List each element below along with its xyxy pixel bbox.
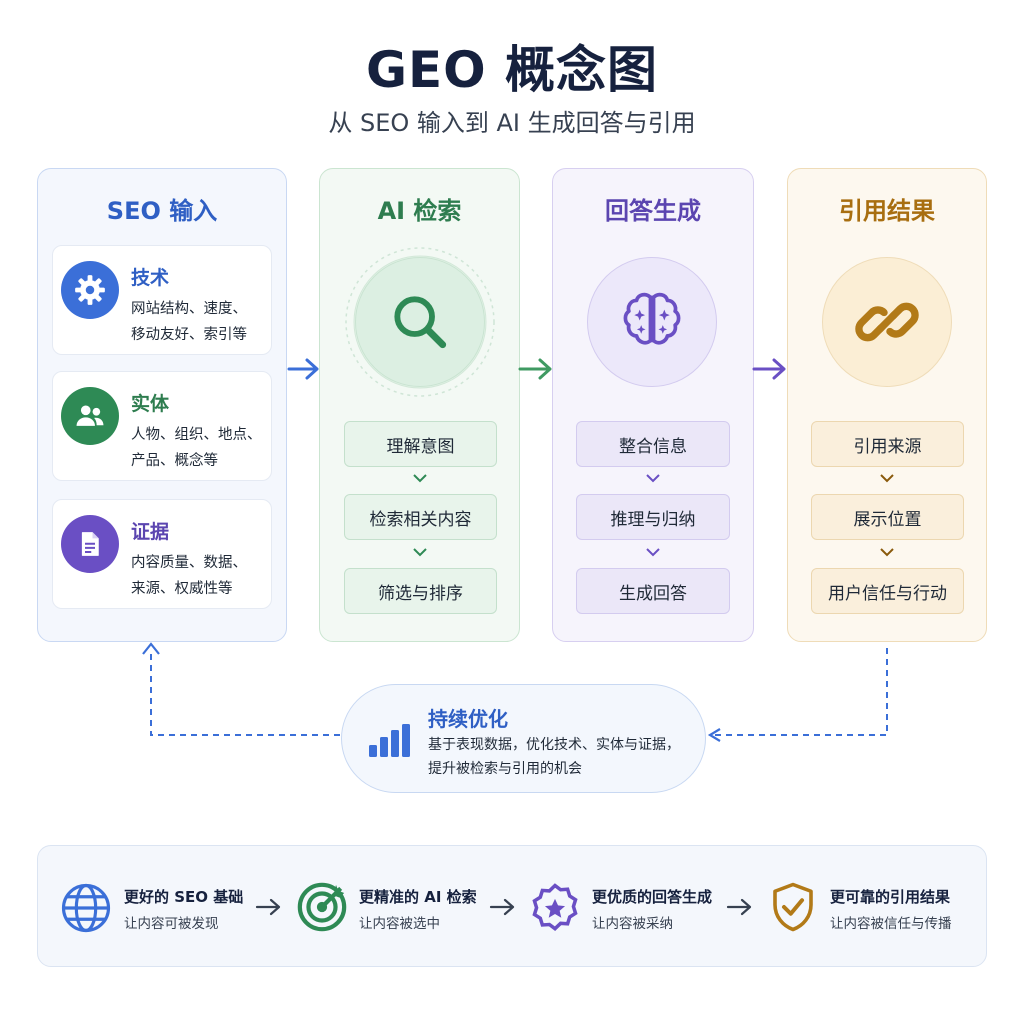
answer-step-item: 推理与归纳 bbox=[576, 494, 730, 540]
chevron-down-icon bbox=[880, 474, 894, 483]
document-icon bbox=[61, 515, 119, 573]
citation-step-item: 用户信任与行动 bbox=[811, 568, 964, 614]
seo-card-evidence: 证据 内容质量、数据、 来源、权威性等 bbox=[52, 499, 272, 609]
seo-card-desc: 内容质量、数据、 来源、权威性等 bbox=[131, 550, 271, 602]
seo-card-title: 实体 bbox=[131, 393, 170, 415]
bar-chart-icon bbox=[369, 724, 410, 757]
star-badge-icon bbox=[532, 883, 578, 931]
seo-panel-title: SEO 输入 bbox=[106, 197, 218, 225]
citation-panel-title: 引用结果 bbox=[839, 197, 935, 225]
arrow-right-icon bbox=[726, 898, 752, 916]
chevron-down-icon bbox=[646, 548, 660, 557]
answer-step-item: 生成回答 bbox=[576, 568, 730, 614]
seo-card-desc-line: 内容质量、数据、 bbox=[131, 555, 247, 571]
seo-card-title: 证据 bbox=[131, 521, 170, 543]
shield-check-icon bbox=[773, 882, 813, 932]
chevron-down-icon bbox=[413, 548, 427, 557]
ai-panel-title: AI 检索 bbox=[377, 197, 462, 225]
answer-generation-panel: 回答生成 整合信息 推理与归纳 生成回答 bbox=[552, 168, 754, 642]
ai-step-item: 检索相关内容 bbox=[344, 494, 497, 540]
seo-card-desc-line: 人物、组织、地点、 bbox=[131, 427, 262, 443]
answer-panel-title: 回答生成 bbox=[605, 197, 701, 225]
benefit-desc: 让内容被选中 bbox=[359, 916, 440, 932]
target-icon bbox=[297, 882, 347, 932]
ai-step-item: 理解意图 bbox=[344, 421, 497, 467]
gear-icon bbox=[61, 261, 119, 319]
page-title: GEO 概念图 bbox=[365, 41, 659, 99]
benefit-title: 更优质的回答生成 bbox=[592, 888, 713, 906]
seo-card-desc-line: 来源、权威性等 bbox=[131, 581, 233, 597]
optimization-desc-line: 基于表现数据，优化技术、实体与证据， bbox=[428, 737, 680, 753]
citation-step-item: 引用来源 bbox=[811, 421, 964, 467]
ai-retrieval-panel: AI 检索 理解意图 检索相关内容 筛选与排序 bbox=[319, 168, 520, 642]
benefit-desc: 让内容被采纳 bbox=[592, 916, 673, 932]
chevron-down-icon bbox=[646, 474, 660, 483]
continuous-optimization-box: 持续优化 基于表现数据，优化技术、实体与证据， 提升被检索与引用的机会 bbox=[341, 684, 706, 793]
optimization-desc-line: 提升被检索与引用的机会 bbox=[428, 761, 582, 777]
answer-step-item: 整合信息 bbox=[576, 421, 730, 467]
search-icon bbox=[355, 257, 485, 387]
optimization-title: 持续优化 bbox=[428, 707, 508, 731]
seo-card-desc-line: 产品、概念等 bbox=[131, 453, 218, 469]
chevron-down-icon bbox=[880, 548, 894, 557]
benefit-title: 更可靠的引用结果 bbox=[830, 888, 951, 906]
seo-card-desc-line: 网站结构、速度、 bbox=[131, 301, 247, 317]
users-icon bbox=[61, 387, 119, 445]
seo-card-title: 技术 bbox=[131, 267, 170, 289]
globe-icon bbox=[61, 883, 111, 933]
arrow-right-icon bbox=[752, 358, 786, 380]
page-subtitle: 从 SEO 输入到 AI 生成回答与引用 bbox=[328, 109, 696, 137]
benefits-bar: 更好的 SEO 基础 让内容可被发现 更精准的 AI 检索 让内容被选中 更优质… bbox=[37, 845, 987, 967]
seo-card-desc: 网站结构、速度、 移动友好、索引等 bbox=[131, 296, 271, 348]
benefit-title: 更精准的 AI 检索 bbox=[359, 888, 477, 906]
arrow-right-icon bbox=[255, 898, 281, 916]
seo-card-desc-line: 移动友好、索引等 bbox=[131, 327, 247, 343]
citation-step-item: 展示位置 bbox=[811, 494, 964, 540]
benefit-desc: 让内容可被发现 bbox=[124, 916, 219, 932]
seo-input-panel: SEO 输入 技术 网站结构、速度、 移动友好、索 bbox=[37, 168, 287, 642]
brain-icon bbox=[587, 257, 717, 387]
seo-card-desc: 人物、组织、地点、 产品、概念等 bbox=[131, 422, 271, 474]
benefit-title: 更好的 SEO 基础 bbox=[124, 888, 244, 906]
citation-result-panel: 引用结果 引用来源 展示位置 用户信任与行动 bbox=[787, 168, 987, 642]
seo-card-technical: 技术 网站结构、速度、 移动友好、索引等 bbox=[52, 245, 272, 355]
link-icon bbox=[822, 257, 952, 387]
chevron-down-icon bbox=[413, 474, 427, 483]
ai-step-item: 筛选与排序 bbox=[344, 568, 497, 614]
seo-card-entity: 实体 人物、组织、地点、 产品、概念等 bbox=[52, 371, 272, 481]
arrow-right-icon bbox=[489, 898, 515, 916]
benefit-desc: 让内容被信任与传播 bbox=[830, 916, 952, 932]
optimization-desc: 基于表现数据，优化技术、实体与证据， 提升被检索与引用的机会 bbox=[428, 733, 703, 781]
arrow-right-icon bbox=[287, 358, 319, 380]
arrow-right-icon bbox=[518, 358, 552, 380]
